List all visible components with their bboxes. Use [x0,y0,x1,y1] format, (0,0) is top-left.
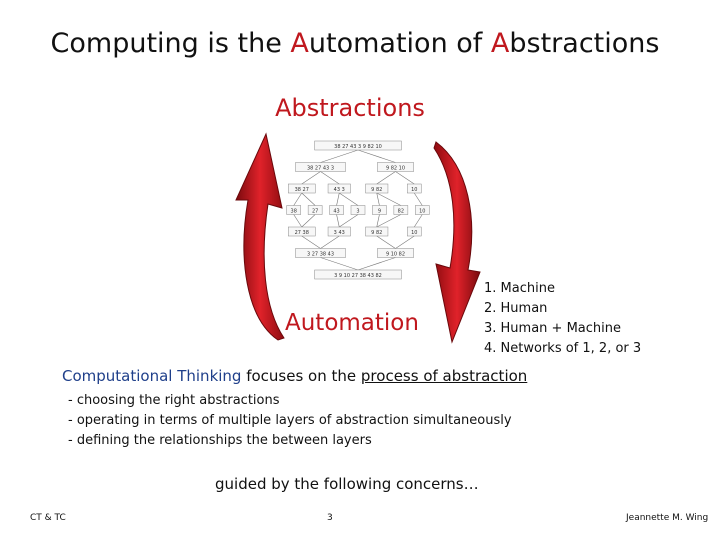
tree-node-label: 10 [419,208,425,214]
tree-connector [320,235,340,249]
list-item: 4. Networks of 1, 2, or 3 [484,341,642,356]
ct-term: Computational Thinking [62,367,242,385]
tree-connector [320,149,359,163]
left-cycle-arrow-icon [235,132,285,341]
tree-node-label: 38 27 43 3 9 82 10 [334,144,382,150]
tree-connector [336,192,340,206]
tree-connector [357,257,396,271]
tree-node-box [329,205,344,215]
tree-connector [293,192,303,206]
tree-connector [320,171,340,185]
tree-node-label: 38 27 43 3 [307,165,334,171]
tree-node-box [365,183,389,194]
agent-list: 1. Machine 2. Human 3. Human + Machine 4… [484,279,641,359]
tree-connector [320,257,359,271]
title-part: utomation of [308,28,491,59]
tree-node-box [327,183,351,194]
tree-node-box [314,269,402,280]
tree-node-box [314,140,402,151]
list-item: 3. Human + Machine [484,321,621,336]
title-accent-a: A [290,28,309,59]
footer-left: CT & TC [30,513,66,523]
merge-sort-tree-diagram: 38 27 43 3 9 82 10 38 27 43 3 9 82 10 38 27… [286,140,430,280]
tree-connector [395,235,415,249]
tree-node-box [377,162,414,172]
tree-connector [301,171,321,185]
page-number: 3 [327,513,333,523]
tree-node-label: 9 [378,208,381,214]
tree-node-label: 27 [312,208,318,214]
tree-node-label: 9 82 [371,230,382,236]
bullet-item: - choosing the right abstractions [68,393,280,408]
tree-connector [376,192,380,206]
tree-node-box [372,205,387,215]
ct-bullets: - choosing the right abstractions - oper… [68,391,512,451]
bullet-item: - operating in terms of multiple layers … [68,413,512,428]
tree-node-box [295,248,346,258]
tree-node-label: 9 82 10 [386,165,405,171]
automation-label: Automation [285,310,419,336]
tree-node-box [393,205,409,215]
tree-connector [413,192,423,206]
tree-node-label: 9 82 [371,187,382,193]
list-item: 2. Human [484,301,548,316]
tree-node-label: 10 [411,187,417,193]
tree-connector [339,214,359,228]
tree-node-label: 3 43 [334,230,345,236]
tree-node-label: 38 [291,208,297,214]
slide-title: Computing is the Automation of Abstracti… [0,28,710,59]
tree-node-box [365,226,389,237]
tree-node-box [407,226,422,237]
ct-middle-text: focuses on the [241,367,361,385]
tree-node-label: 3 9 10 27 38 43 82 [334,273,382,279]
tree-node-label: 27 38 [295,230,309,236]
tree-node-box [415,205,430,215]
tree-node-box [307,205,323,215]
title-accent-a: A [490,28,510,59]
tree-connector [301,214,316,228]
guided-text: guided by the following concerns… [215,475,479,493]
tree-connector [357,149,396,163]
tree-connector [376,235,396,249]
right-cycle-arrow-icon [433,141,481,344]
tree-connector [336,214,340,228]
list-item: 1. Machine [484,281,555,296]
tree-connector [376,171,396,185]
tree-connector [301,235,321,249]
tree-node-box [288,226,316,237]
bullet-item: - defining the relationships the between… [68,433,372,448]
tree-connector [413,214,423,228]
tree-node-label: 3 27 38 43 [307,251,334,257]
tree-node-box [377,248,414,258]
tree-node-box [295,162,346,172]
tree-node-box [327,226,351,237]
tree-node-box [286,205,301,215]
tree-connector [376,214,380,228]
tree-node-box [350,205,366,215]
tree-node-label: 38 27 [295,187,309,193]
tree-connector [293,214,303,228]
ct-statement: Computational Thinking focuses on the pr… [62,367,527,385]
tree-node-label: 43 [333,208,339,214]
title-part: Computing is the [50,28,291,59]
tree-connector [339,192,359,206]
tree-node-label: 82 [398,208,404,214]
tree-node-label: 9 10 82 [386,251,405,257]
tree-node-label: 3 [356,208,359,214]
tree-connector [376,192,401,206]
tree-connector [376,214,401,228]
tree-node-label: 43 3 [334,187,345,193]
title-part: bstractions [509,28,660,59]
tree-node-box [288,183,316,194]
abstractions-label: Abstractions [275,94,425,122]
tree-node-box [407,183,422,194]
tree-node-label: 10 [411,230,417,236]
tree-connector [301,192,316,206]
footer-author: Jeannette M. Wing [626,513,709,523]
tree-connector [395,171,415,185]
ct-underlined-text: process of abstraction [360,367,528,385]
